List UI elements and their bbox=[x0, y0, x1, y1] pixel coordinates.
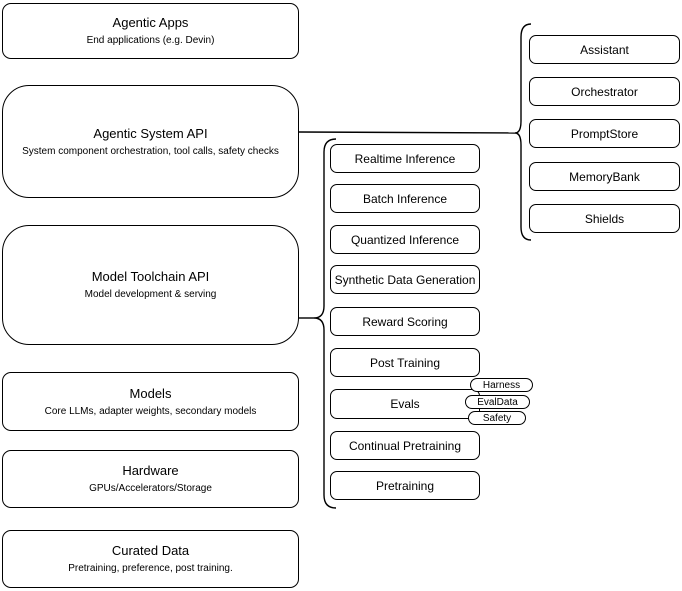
node-batch-inference: Batch Inference bbox=[330, 184, 480, 213]
edge-system-api-to-components bbox=[298, 131, 516, 134]
node-post-training: Post Training bbox=[330, 348, 480, 377]
tag-evaldata: EvalData bbox=[465, 395, 530, 409]
node-realtime-inference: Realtime Inference bbox=[330, 144, 480, 173]
node-title: Hardware bbox=[122, 463, 179, 478]
node-subtitle: Core LLMs, adapter weights, secondary mo… bbox=[44, 405, 257, 417]
tag-safety: Safety bbox=[468, 411, 526, 425]
node-subtitle: End applications (e.g. Devin) bbox=[86, 35, 215, 46]
node-models: Models Core LLMs, adapter weights, secon… bbox=[2, 372, 299, 431]
tag-harness: Harness bbox=[470, 378, 533, 392]
node-subtitle: System component orchestration, tool cal… bbox=[22, 145, 279, 157]
node-promptstore: PromptStore bbox=[529, 119, 680, 148]
node-title: Model Toolchain API bbox=[91, 269, 210, 284]
node-shields: Shields bbox=[529, 204, 680, 233]
node-evals: Evals bbox=[330, 389, 480, 419]
node-subtitle: GPUs/Accelerators/Storage bbox=[89, 483, 212, 494]
node-assistant: Assistant bbox=[529, 35, 680, 64]
node-orchestrator: Orchestrator bbox=[529, 77, 680, 106]
node-quantized-inference: Quantized Inference bbox=[330, 225, 480, 254]
node-curated-data: Curated Data Pretraining, preference, po… bbox=[2, 530, 299, 588]
node-agentic-system-api: Agentic System API System component orch… bbox=[2, 85, 299, 198]
node-subtitle: Pretraining, preference, post training. bbox=[68, 563, 233, 574]
node-synthetic-data-generation: Synthetic Data Generation bbox=[330, 265, 480, 294]
node-title: Models bbox=[129, 385, 172, 401]
node-subtitle: Model development & serving bbox=[84, 289, 217, 300]
node-continual-pretraining: Continual Pretraining bbox=[330, 431, 480, 460]
node-reward-scoring: Reward Scoring bbox=[330, 307, 480, 336]
node-title: Curated Data bbox=[111, 543, 190, 558]
node-memorybank: MemoryBank bbox=[529, 162, 680, 191]
node-title: Agentic System API bbox=[93, 125, 208, 141]
node-model-toolchain-api: Model Toolchain API Model development & … bbox=[2, 225, 299, 345]
node-pretraining: Pretraining bbox=[330, 471, 480, 500]
node-agentic-apps: Agentic Apps End applications (e.g. Devi… bbox=[2, 3, 299, 59]
node-title: Agentic Apps bbox=[112, 15, 189, 30]
node-hardware: Hardware GPUs/Accelerators/Storage bbox=[2, 450, 299, 508]
